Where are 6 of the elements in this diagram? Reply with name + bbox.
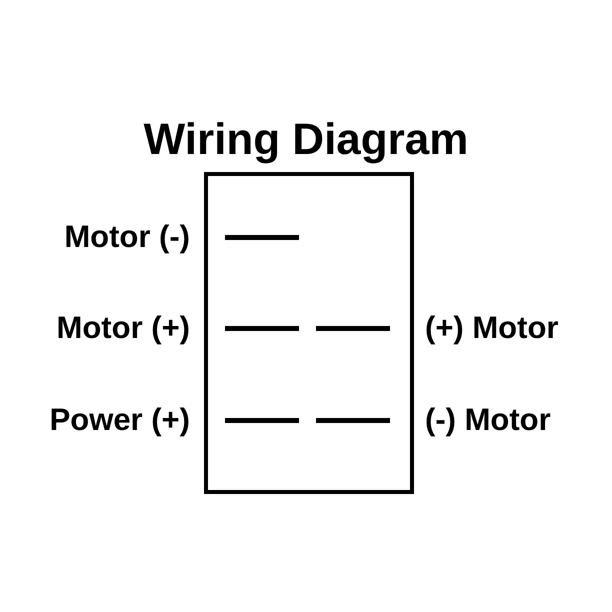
terminal-label: Motor (+) (56, 312, 190, 343)
terminal-label: Motor (-) (64, 221, 190, 252)
terminal-label: Power (+) (50, 404, 190, 435)
terminal-label: (-) Motor (425, 404, 551, 435)
terminal-label: (+) Motor (425, 312, 558, 343)
diagram-title: Wiring Diagram (142, 118, 470, 162)
